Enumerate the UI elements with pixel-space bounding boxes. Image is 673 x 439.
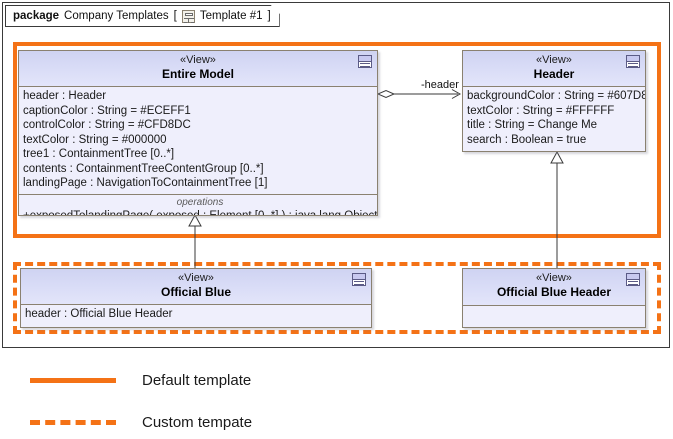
custom-template-outline [13, 262, 661, 334]
attributes-compartment: header : Header captionColor : String = … [19, 87, 377, 195]
stereotype: «View» [180, 54, 216, 66]
class-header-official-blue-header: «View» Official Blue Header [463, 269, 645, 306]
attribute-row: textColor : String = #000000 [23, 133, 167, 146]
attribute-row: contents : ContainmentTreeContentGroup [… [23, 162, 264, 175]
attribute-row: header : Official Blue Header [25, 308, 173, 320]
view-icon [626, 273, 640, 286]
diagram-icon [182, 10, 195, 23]
bracket-close: ] [267, 10, 271, 22]
legend-swatch-solid [30, 378, 116, 383]
class-official-blue-header[interactable]: «View» Official Blue Header [462, 268, 646, 328]
view-icon [358, 55, 372, 68]
stereotype: «View» [178, 272, 214, 284]
attribute-row: controlColor : String = #CFD8DC [23, 119, 191, 131]
legend-label: Default template [142, 372, 252, 389]
class-entire-model[interactable]: «View» Entire Model header : Header capt… [18, 50, 378, 216]
association-role-label: -header [421, 79, 459, 91]
attribute-row: landingPage : NavigationToContainmentTre… [23, 177, 268, 189]
legend-item-default: Default template [30, 372, 251, 389]
attributes-compartment: header : Official Blue Header [21, 305, 371, 325]
class-name: Entire Model [161, 67, 234, 81]
view-icon [352, 273, 366, 286]
class-name: Official Blue [160, 285, 231, 299]
stereotype: «View» [536, 272, 572, 284]
legend-swatch-dashed [30, 420, 116, 425]
class-name: Header [533, 67, 575, 81]
attribute-row: backgroundColor : String = #607D8B [467, 90, 646, 102]
operations-label: operations [176, 196, 224, 208]
attribute-row: captionColor : String = #ECEFF1 [23, 104, 191, 117]
attribute-row: title : String = Change Me [467, 119, 598, 131]
class-header[interactable]: «View» Header backgroundColor : String =… [462, 50, 646, 152]
class-header-header: «View» Header [463, 51, 645, 87]
class-name: Official Blue Header [496, 285, 612, 299]
legend: Default template Custom tempate [0, 352, 673, 439]
diagram-name: Template #1 [199, 10, 263, 22]
class-header-official-blue: «View» Official Blue [21, 269, 371, 305]
package-tab[interactable]: package Company Templates [ Template #1 … [5, 5, 280, 27]
operations-compartment: operations +exposedTolandingPage( expose… [19, 195, 378, 216]
package-keyword: package [13, 10, 60, 22]
legend-item-custom: Custom tempate [30, 414, 252, 431]
package-name: Company Templates [64, 10, 169, 22]
attributes-compartment: backgroundColor : String = #607D8B textC… [463, 87, 645, 150]
attribute-row: header : Header [23, 90, 107, 102]
attribute-row: textColor : String = #FFFFFF [467, 104, 615, 117]
attribute-row: search : Boolean = true [467, 133, 587, 146]
class-official-blue[interactable]: «View» Official Blue header : Official B… [20, 268, 372, 328]
view-icon [626, 55, 640, 68]
stereotype: «View» [536, 54, 572, 66]
bracket-open: [ [173, 10, 177, 22]
attribute-row: tree1 : ContainmentTree [0..*] [23, 148, 175, 160]
legend-label: Custom tempate [142, 414, 253, 431]
class-header-entire-model: «View» Entire Model [19, 51, 377, 87]
operation-row: +exposedTolandingPage( exposed : Element… [23, 209, 378, 216]
default-template-outline [13, 42, 661, 238]
